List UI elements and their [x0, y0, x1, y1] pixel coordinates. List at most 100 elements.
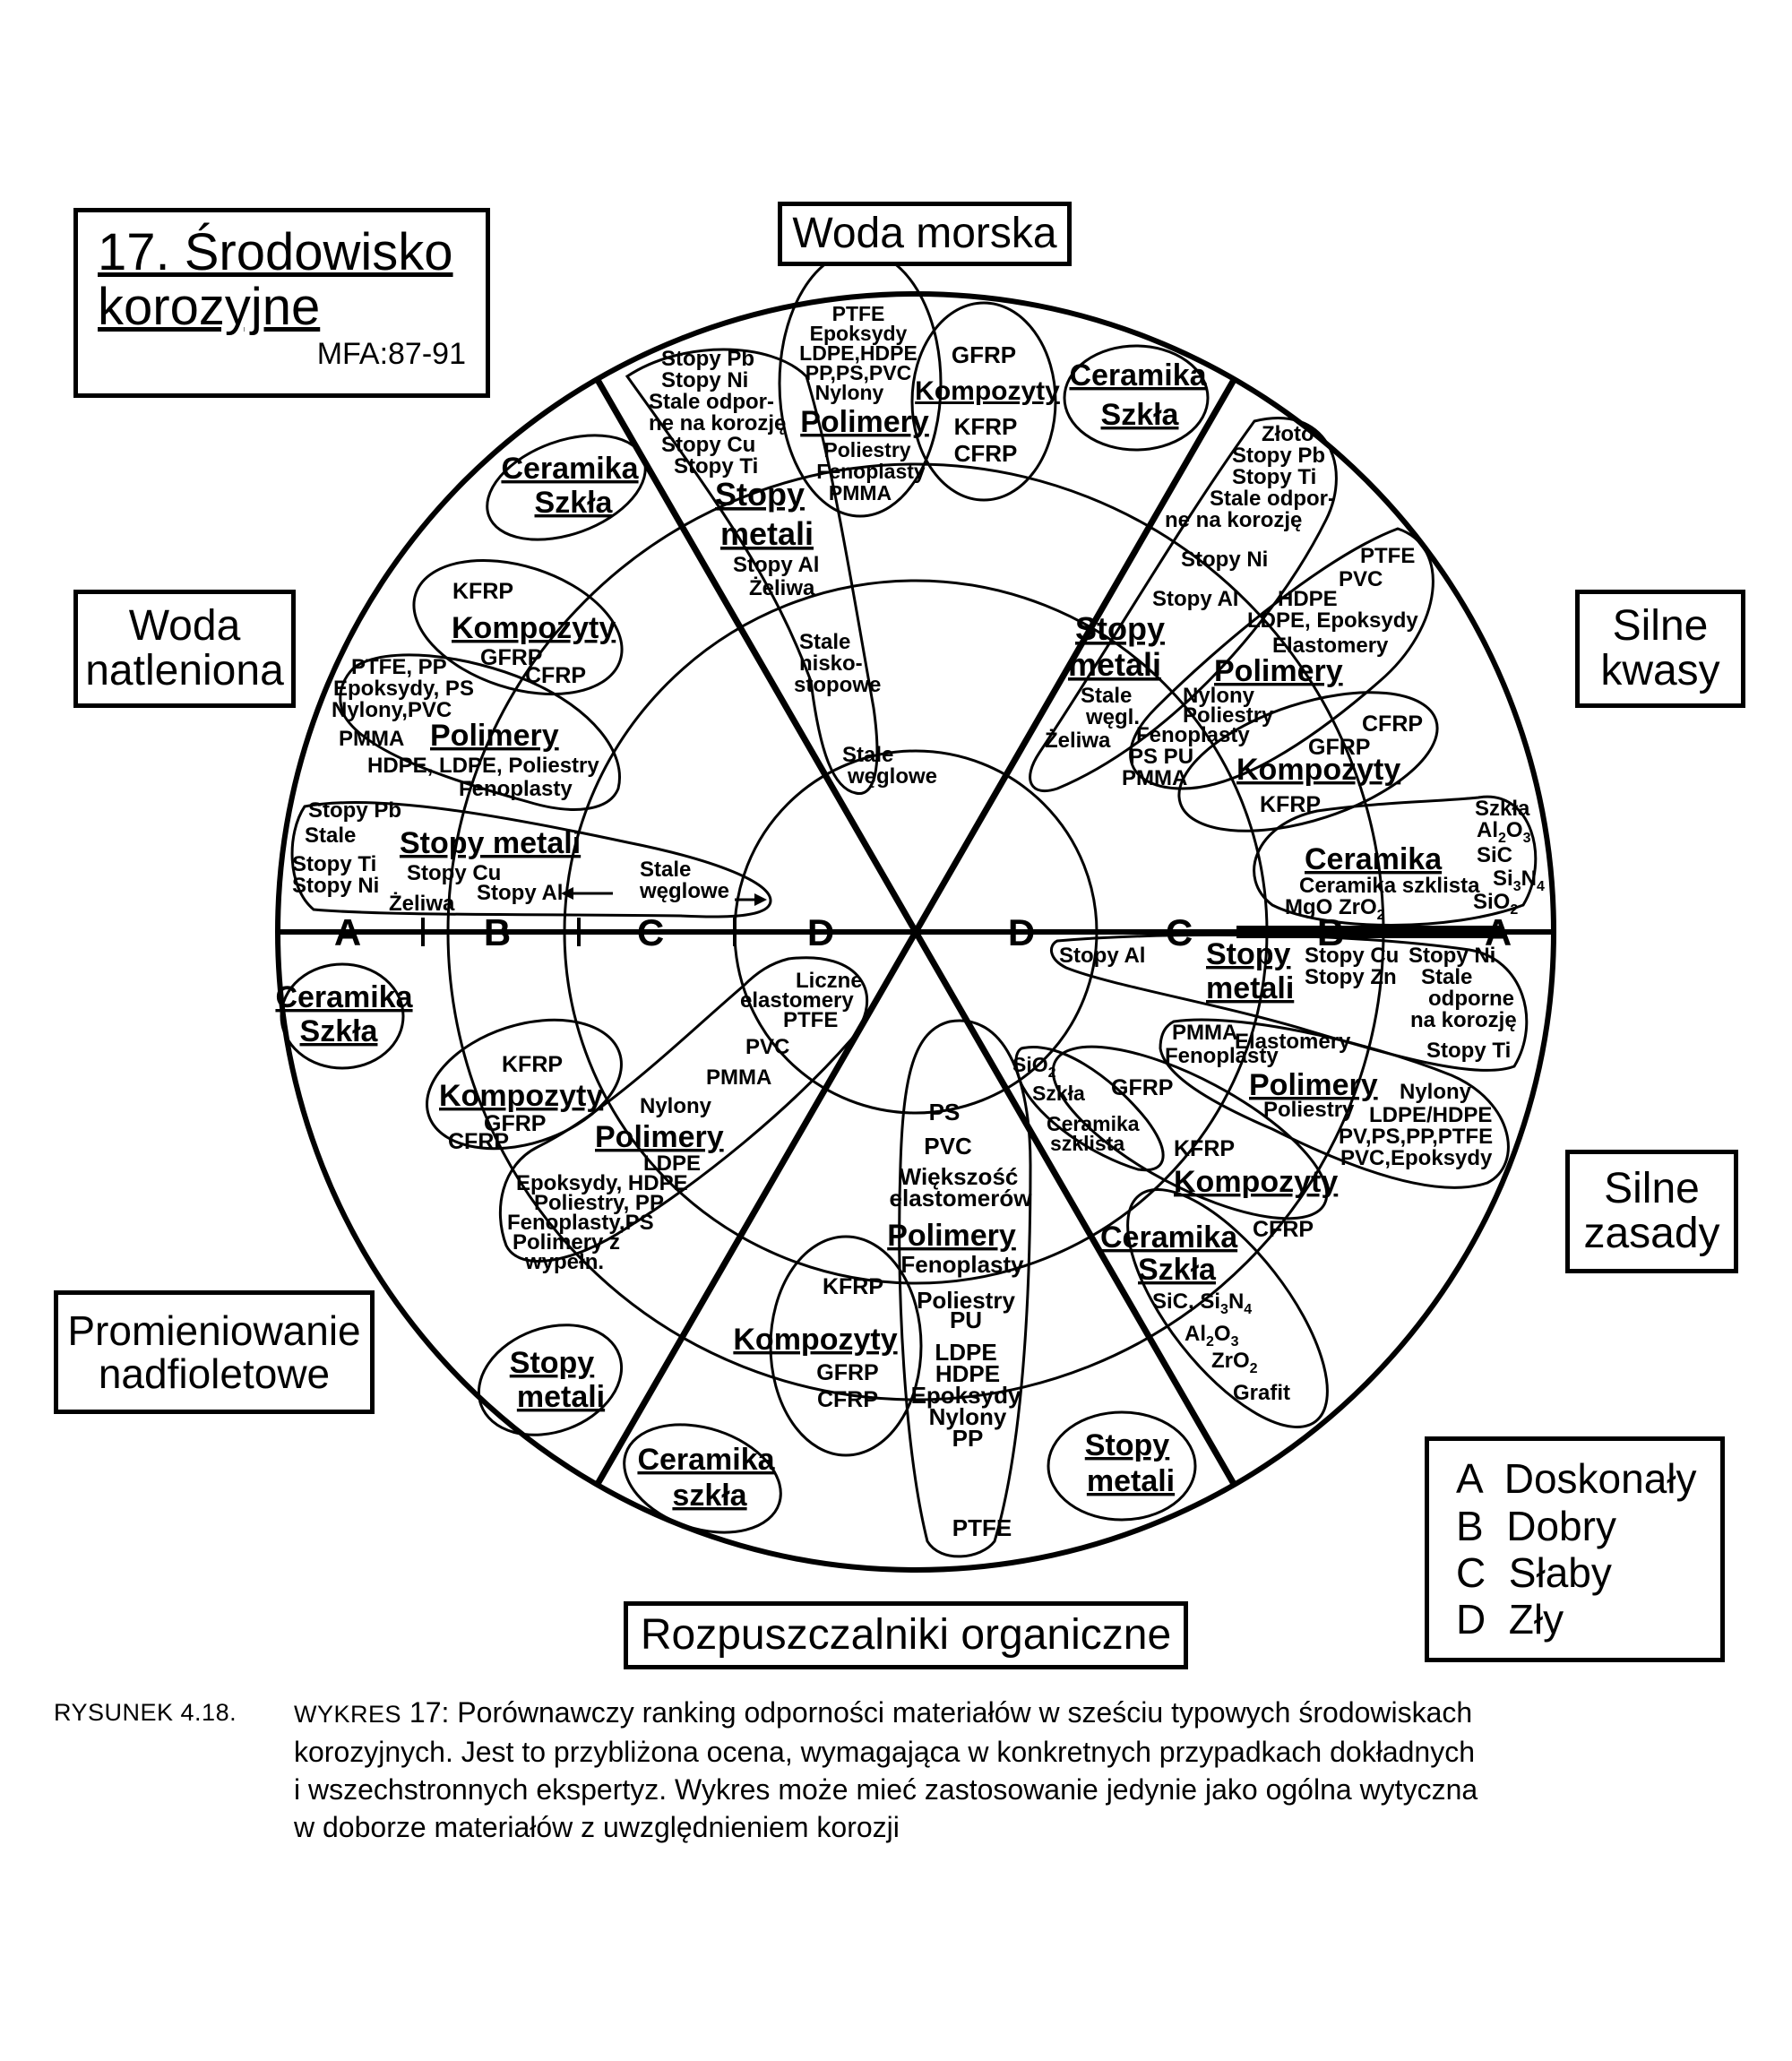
- acids-polymers-heading: Polimery: [1214, 654, 1343, 688]
- legend-box: A Doskonały B Dobry C Słaby D Zły: [1425, 1436, 1725, 1662]
- oxygen-text: Żeliwa: [389, 892, 455, 916]
- env-label-text: Silne: [1604, 1164, 1700, 1212]
- sea-text: ne na korozję: [649, 411, 786, 435]
- caption-wykres: WYKRES: [294, 1701, 402, 1728]
- divider-upper-right: [912, 378, 1237, 934]
- solvents-text: PVC: [924, 1133, 972, 1160]
- sea-text: GFRP: [952, 341, 1016, 368]
- acids-text: PVC: [1339, 567, 1383, 591]
- solvents-composites-region: [769, 1235, 923, 1457]
- sector-strong-bases: Stopy Al Stopy Cu Stopy Zn Stopy Ni Stal…: [1012, 933, 1529, 1428]
- bases-text: Szkła: [1032, 1082, 1085, 1105]
- uv-text: Nylony: [640, 1094, 712, 1118]
- oxygen-ceramics-region: [486, 434, 647, 541]
- axis-label-d-left: D: [807, 911, 834, 953]
- sea-text: Stale: [799, 630, 850, 654]
- bases-text: PMMA: [1172, 1021, 1237, 1045]
- bases-text: Poliestry: [1263, 1098, 1355, 1122]
- sea-polymers-heading: Polimery: [800, 405, 929, 439]
- solvents-metals-heading: metali: [1087, 1464, 1175, 1498]
- oxygen-polymers-region: [339, 653, 621, 811]
- solvents-text: PU: [950, 1306, 982, 1333]
- solvents-text: Epoksydy: [911, 1382, 1021, 1409]
- uv-text: GFRP: [484, 1111, 546, 1136]
- oxygen-text: węglowe: [639, 879, 729, 903]
- acids-text: Stale odpor-: [1210, 487, 1335, 511]
- solvents-text: Fenoplasty: [900, 1251, 1024, 1278]
- legend-code: D: [1456, 1596, 1486, 1643]
- env-label-organic-solvents: Rozpuszczalniki organiczne: [624, 1601, 1188, 1669]
- oxygen-text: PMMA: [339, 727, 404, 751]
- diagram-title-box: 17. Środowisko korozyjne MFA:87-91: [73, 208, 490, 398]
- axis-label-a-left: A: [334, 911, 361, 953]
- caption-body: WYKRES 17: Porównawczy ranking odpornośc…: [294, 1694, 1745, 1846]
- solvents-text: elastomerów: [890, 1185, 1033, 1212]
- acids-composites-heading: Kompozyty: [1236, 753, 1400, 787]
- solvents-text: Poliestry: [917, 1287, 1015, 1314]
- bases-text: Stopy Ti: [1426, 1039, 1511, 1063]
- sea-ceramics-region: [1063, 344, 1210, 452]
- acids-text: SiC: [1477, 843, 1512, 867]
- uv-text: Liczne: [796, 969, 863, 993]
- axis-label-b-left: B: [484, 911, 511, 953]
- oxygen-ceramics-heading: Ceramika: [501, 452, 639, 486]
- acids-text: Ceramika szklista: [1299, 874, 1480, 898]
- sea-metals-heading: Stopy: [715, 476, 805, 513]
- solvents-text: Nylony: [929, 1403, 1007, 1430]
- bases-text: Grafit: [1233, 1381, 1290, 1405]
- uv-ceramics-heading: Ceramika: [275, 980, 413, 1014]
- oxygen-text: Stale: [305, 824, 356, 848]
- env-label-strong-acids: Silne kwasy: [1575, 590, 1745, 708]
- sea-text: LDPE,HDPE: [799, 341, 918, 365]
- bases-text: CFRP: [1253, 1217, 1314, 1242]
- sector-strong-acids: Złoto Stopy Pb Stopy Ti Stale odpor- ne …: [1029, 417, 1545, 927]
- bases-text: Stopy Al: [1059, 944, 1145, 968]
- acids-text: Stopy Ti: [1232, 465, 1316, 489]
- sea-text: PMMA: [829, 481, 892, 504]
- uv-polymers-region: [499, 956, 868, 1263]
- bases-ceramics-heading: Ceramika: [1100, 1220, 1238, 1255]
- solvents-ceramics-heading: szkła: [672, 1479, 747, 1513]
- sea-text: stopowe: [794, 673, 881, 697]
- corrosion-wheel-diagram: A B C D D C B A Stopy Pb Stopy Ni Stale …: [275, 249, 1556, 1573]
- oxygen-text: Stopy Ni: [292, 874, 379, 898]
- legend-label: Doskonały: [1503, 1455, 1697, 1503]
- oxygen-text: Stopy Al: [477, 881, 563, 905]
- solvents-metals-heading: Stopy: [1085, 1428, 1170, 1462]
- arrow-head: [561, 887, 573, 900]
- uv-composites-region: [426, 1018, 623, 1151]
- title-reference: MFA:87-91: [316, 336, 466, 371]
- oxygen-text: Stopy Pb: [308, 798, 401, 823]
- sector-oxygenated-water: Ceramika Szkła KFRP GFRP CFRP Kompozyty …: [290, 434, 772, 918]
- oxygen-text: Stopy Cu: [407, 861, 501, 885]
- uv-text: Epoksydy, HDPE: [516, 1171, 688, 1195]
- env-label-oxygenated-water: Woda natleniona: [73, 590, 296, 708]
- uv-text: wypełn.: [524, 1250, 604, 1274]
- bases-text: na korozję: [1410, 1008, 1517, 1032]
- bases-text: Elastomery: [1235, 1030, 1351, 1054]
- acids-text: Poliestry: [1183, 703, 1274, 728]
- caption-line-4: w doborze materiałów z uwzględnieniem ko…: [294, 1811, 900, 1843]
- oxygen-text: KFRP: [452, 579, 513, 604]
- oxygen-text: PTFE, PP: [351, 655, 447, 679]
- acids-text: Stopy Ni: [1181, 548, 1268, 572]
- legend-row: B Dobry: [1456, 1503, 1616, 1549]
- sea-metals-region: [625, 348, 879, 796]
- legend-label: Słaby: [1508, 1549, 1612, 1596]
- env-label-text: kwasy: [1600, 647, 1720, 694]
- bases-text: SiC, Si3N4: [1152, 1289, 1252, 1317]
- uv-text: Poliestry, PP: [534, 1191, 664, 1215]
- env-label-text: natleniona: [85, 647, 284, 694]
- sea-ceramics-heading: Ceramika: [1069, 358, 1207, 392]
- caption-figure-number: RYSUNEK 4.18.: [54, 1699, 237, 1726]
- oxygen-text: Nylony,PVC: [332, 698, 452, 722]
- sea-text: Fenoplasty: [816, 460, 926, 483]
- axis-label-c-left: C: [637, 911, 664, 953]
- acids-text: węgl.: [1085, 705, 1140, 729]
- legend-row: C Słaby: [1456, 1549, 1612, 1596]
- acids-text: Szkła: [1475, 797, 1530, 821]
- legend-code: B: [1456, 1502, 1484, 1549]
- oxygen-metals-heading: Stopy metali: [400, 826, 581, 860]
- uv-metals-heading: metali: [517, 1380, 605, 1414]
- acids-metals-region: [1029, 417, 1338, 793]
